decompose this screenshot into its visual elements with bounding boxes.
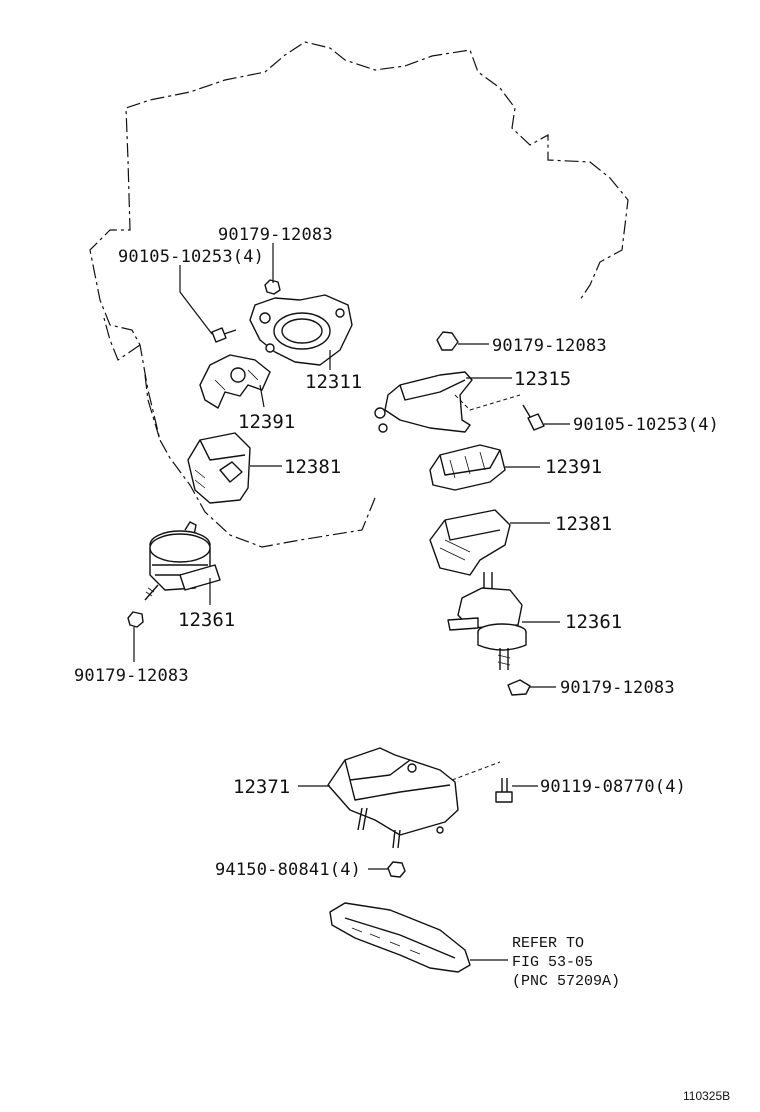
label-12371: 12371 [233,776,290,798]
part-12311-bracket [249,294,353,366]
label-90179-12083-right-bottom: 90179-12083 [560,678,675,698]
nut-icon [264,279,281,295]
engine-outline [89,41,629,548]
part-12391-damper [199,354,271,409]
nut-icon [436,331,459,351]
bolt-icon [522,404,545,431]
alignment-line [451,761,501,781]
part-12361-mount [144,521,221,601]
label-94150-80841: 94150-80841(4) [215,860,361,880]
bolt-icon [495,778,513,803]
figure-number: 110325B [683,1089,730,1103]
part-12381-insulator [429,509,511,576]
label-12361-right: 12361 [565,611,622,633]
engine-outline-pulley [103,317,161,441]
label-90119-08770: 90119-08770(4) [540,777,686,797]
part-12315-bracket [374,371,473,433]
nut-icon [507,679,531,696]
refer-text-line2: FIG 53-05 [512,954,593,971]
part-12381-insulator [187,432,251,504]
label-12315: 12315 [514,368,571,390]
part-12361-mount [447,572,527,670]
label-12381-right: 12381 [555,513,612,535]
label-90179-12083-right-top: 90179-12083 [492,336,607,356]
label-12361-left: 12361 [178,609,235,631]
bolt-icon [211,327,237,343]
crossmember-reference [329,902,471,973]
label-12311: 12311 [305,371,362,393]
label-12381-left: 12381 [284,456,341,478]
nut-icon [127,611,144,628]
refer-text-line3: (PNC 57209A) [512,973,620,990]
leader-lines [133,243,570,961]
nut-icon [387,861,406,878]
part-12391-damper [429,444,506,491]
label-90105-10253-right: 90105-10253(4) [573,415,719,435]
label-12391-left: 12391 [238,411,295,433]
alignment-line [454,394,521,411]
part-12371-rear-mount [327,747,459,849]
refer-text-line1: REFER TO [512,935,584,952]
label-90105-10253-left: 90105-10253(4) [118,247,264,267]
label-90179-12083-top: 90179-12083 [218,225,333,245]
label-12391-right: 12391 [545,456,602,478]
label-90179-12083-left-bottom: 90179-12083 [74,666,189,686]
